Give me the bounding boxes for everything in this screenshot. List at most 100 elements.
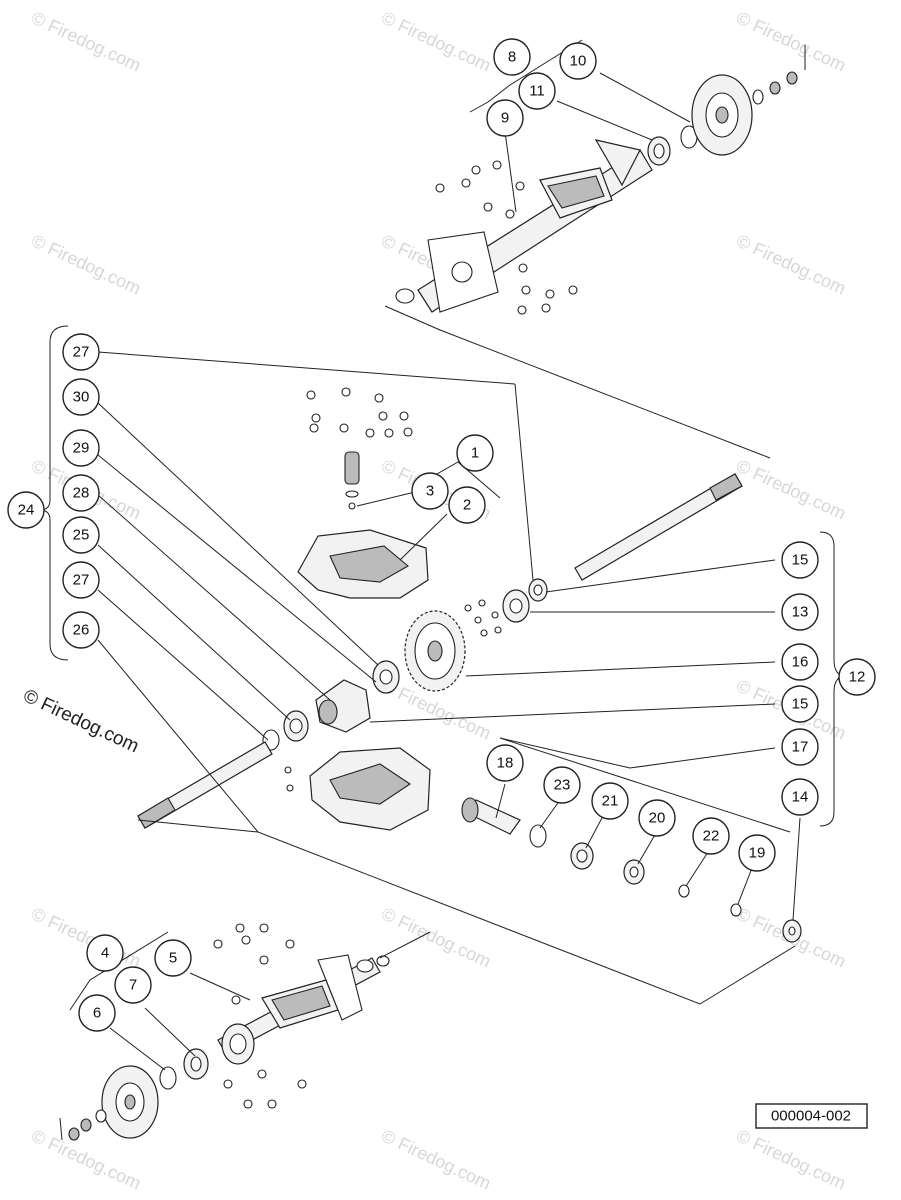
callout-circle: [62, 611, 100, 649]
upper-axle-assembly: [395, 45, 806, 315]
callout-circle: [781, 685, 819, 723]
callout-number: 7: [129, 977, 137, 994]
callout-28: 28: [62, 474, 100, 512]
document-number-box: 000004-002: [755, 1103, 868, 1129]
callout-circle: [781, 728, 819, 766]
callout-number: 11: [529, 83, 545, 100]
watermark: © Firedog.com: [733, 7, 849, 75]
callout-circle: [448, 486, 486, 524]
callout-number: 28: [73, 485, 90, 502]
callout-number: 2: [463, 497, 471, 514]
callout-23: 23: [543, 766, 581, 804]
callout-circle: [781, 643, 819, 681]
callout-circle: [78, 994, 116, 1032]
callout-circle: [591, 782, 629, 820]
callout-number: 3: [426, 483, 434, 500]
callout-number: 8: [508, 49, 516, 66]
callout-11: 11: [518, 72, 556, 110]
callout-number: 13: [792, 604, 809, 621]
callout-circle: [486, 99, 524, 137]
callout-circle: [493, 38, 531, 76]
watermark: © Firedog.com: [378, 903, 494, 971]
callout-circle: [62, 516, 100, 554]
watermark: © Firedog.com: [378, 1125, 494, 1193]
callout-5: 5: [154, 939, 192, 977]
callout-number: 19: [749, 845, 766, 862]
callout-circle: [62, 474, 100, 512]
callout-circle: [781, 778, 819, 816]
callout-number: 9: [501, 110, 509, 127]
callout-16: 16: [781, 643, 819, 681]
lower-axle-assembly: [59, 923, 390, 1141]
callout-circle: [486, 744, 524, 782]
callout-circle: [456, 434, 494, 472]
callout-circle: [543, 766, 581, 804]
callout-21: 21: [591, 782, 629, 820]
callout-circle: [411, 472, 449, 510]
watermark: © Firedog.com: [733, 1125, 849, 1193]
callout-number: 24: [18, 502, 35, 519]
callout-18: 18: [486, 744, 524, 782]
callout-6: 6: [78, 994, 116, 1032]
callout-number: 21: [602, 793, 619, 810]
callout-1: 1: [456, 434, 494, 472]
callout-circle: [86, 934, 124, 972]
callout-number: 15: [792, 696, 809, 713]
callout-circle: [781, 541, 819, 579]
callout-circle: [781, 593, 819, 631]
callout-27: 27: [62, 561, 100, 599]
callout-24: 24: [7, 491, 45, 529]
watermark: © Firedog.com: [28, 903, 144, 971]
callout-number: 27: [73, 344, 90, 361]
callout-15: 15: [781, 541, 819, 579]
callout-10: 10: [559, 42, 597, 80]
callout-number: 20: [649, 810, 666, 827]
callout-19: 19: [738, 834, 776, 872]
callout-circle: [638, 799, 676, 837]
callout-circle: [7, 491, 45, 529]
callout-15: 15: [781, 685, 819, 723]
callout-25: 25: [62, 516, 100, 554]
callout-number: 5: [169, 950, 177, 967]
callout-30: 30: [62, 378, 100, 416]
callout-number: 25: [73, 527, 90, 544]
callout-number: 1: [471, 445, 479, 462]
callout-26: 26: [62, 611, 100, 649]
callout-3: 3: [411, 472, 449, 510]
callout-circle: [62, 561, 100, 599]
watermark: © Firedog.com: [28, 230, 144, 298]
callout-circle: [154, 939, 192, 977]
callout-number: 22: [703, 828, 720, 845]
callout-circle: [62, 333, 100, 371]
document-number: 000004-002: [771, 1108, 851, 1125]
callout-circle: [518, 72, 556, 110]
callout-13: 13: [781, 593, 819, 631]
callout-number: 6: [93, 1005, 101, 1022]
callout-12: 12: [838, 658, 876, 696]
callout-27: 27: [62, 333, 100, 371]
callout-22: 22: [692, 817, 730, 855]
callout-circle: [692, 817, 730, 855]
callout-8: 8: [493, 38, 531, 76]
callout-4: 4: [86, 934, 124, 972]
callout-number: 16: [792, 654, 809, 671]
watermark: © Firedog.com: [378, 7, 494, 75]
callout-2: 2: [448, 486, 486, 524]
watermark: © Firedog.com: [733, 230, 849, 298]
callout-circle: [62, 378, 100, 416]
callout-number: 4: [101, 945, 109, 962]
callout-circle: [114, 966, 152, 1004]
callout-circle: [838, 658, 876, 696]
watermark-main: © Firedog.com: [20, 685, 142, 757]
callout-number: 17: [792, 739, 809, 756]
watermark: © Firedog.com: [733, 455, 849, 523]
callout-number: 12: [849, 669, 866, 686]
callout-number: 18: [497, 755, 514, 772]
callout-number: 14: [792, 789, 809, 806]
callout-circle: [62, 429, 100, 467]
callout-circle: [738, 834, 776, 872]
callout-14: 14: [781, 778, 819, 816]
callout-number: 26: [73, 622, 90, 639]
